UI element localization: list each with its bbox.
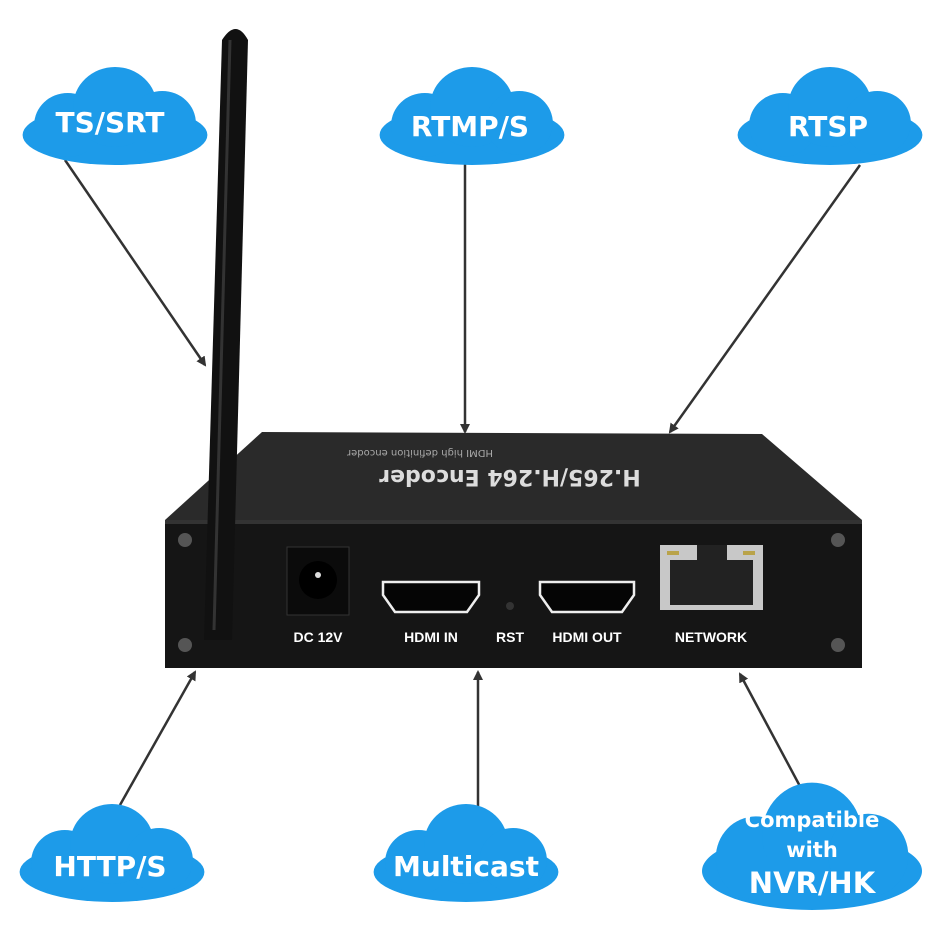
- hdmi-out-port: [538, 580, 636, 614]
- cloud-rtmp: RTMP/S: [379, 67, 565, 165]
- hdmi-in-port: [381, 580, 481, 614]
- screw-icon: [831, 533, 845, 547]
- cloud-http: HTTP/S: [19, 804, 205, 902]
- network-port: [660, 545, 763, 610]
- cloud-rtsp: RTSP: [737, 67, 923, 165]
- label-dc: DC 12V: [293, 629, 343, 645]
- cloud-label: NVR/HK: [749, 866, 877, 900]
- label-rst: RST: [496, 629, 524, 645]
- arrows: [63, 159, 862, 810]
- arrow-compatible: [738, 672, 812, 806]
- cloud-label: HTTP/S: [53, 850, 166, 883]
- device-subtitle: HDMI high definition encoder: [346, 447, 493, 458]
- cloud-label: Compatible: [745, 808, 880, 832]
- cloud-compatible: Compatible with NVR/HK: [702, 782, 922, 910]
- device-top: [165, 432, 862, 520]
- screw-icon: [831, 638, 845, 652]
- antenna: [204, 29, 248, 640]
- cloud-label: Multicast: [393, 850, 539, 883]
- screw-icon: [178, 638, 192, 652]
- cloud-label: TS/SRT: [55, 106, 164, 139]
- arrow-ts-srt: [63, 159, 207, 367]
- cloud-label: with: [786, 838, 838, 862]
- arrow-rtsp: [668, 164, 862, 434]
- cloud-ts-srt: TS/SRT: [22, 67, 208, 165]
- label-hdmi-out: HDMI OUT: [552, 629, 622, 645]
- device-title: H.265/H.264 Encoder: [379, 464, 641, 489]
- label-network: NETWORK: [675, 629, 747, 645]
- screw-icon: [178, 533, 192, 547]
- cloud-label: RTMP/S: [411, 110, 529, 143]
- encoder-device: H.265/H.264 Encoder HDMI high definition…: [165, 432, 862, 668]
- cloud-multicast: Multicast: [373, 804, 559, 902]
- reset-button[interactable]: [506, 602, 514, 610]
- label-hdmi-in: HDMI IN: [404, 629, 458, 645]
- arrow-http: [118, 670, 197, 806]
- cloud-label: RTSP: [788, 110, 868, 143]
- screws: [178, 533, 845, 652]
